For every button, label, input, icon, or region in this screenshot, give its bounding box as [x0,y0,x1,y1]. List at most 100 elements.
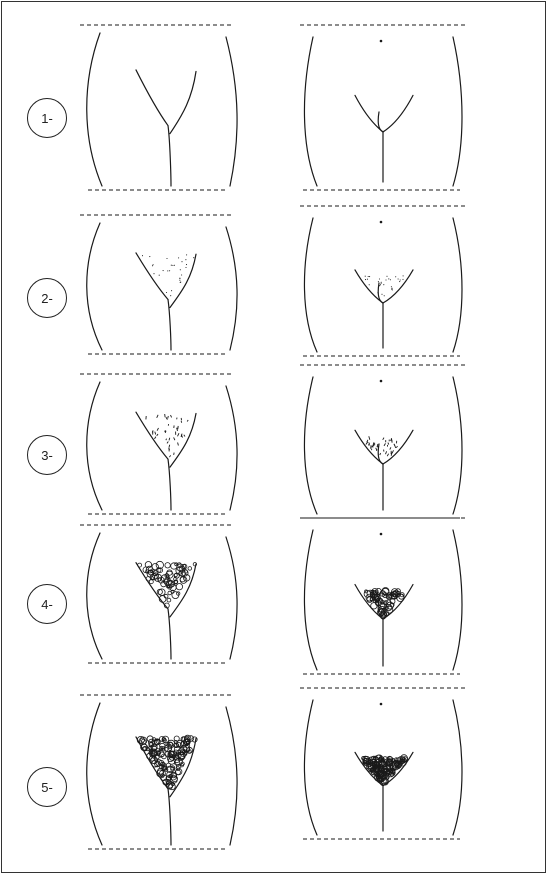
pubic-hair-stroke [388,443,389,445]
groin-line-left [136,412,168,459]
pubic-hair-stroke [384,443,386,446]
navel [380,533,383,536]
left-hip-outline [304,700,317,835]
pubic-hair-dot [381,294,382,295]
pubic-hair-stroke [392,450,394,453]
groin-line-right [383,430,413,464]
front-view-figure [80,374,237,514]
right-hip-outline [226,537,237,659]
stage-3-figures [80,365,465,518]
pubic-hair-dot [367,279,368,280]
pubic-hair-stroke [155,437,156,439]
pubic-hair-stroke [184,435,185,437]
navel [380,40,383,43]
pubic-hair-stroke [157,428,158,431]
pubic-hair-stroke [187,420,188,422]
pubic-hair-stroke [157,415,158,418]
pubic-hair-stroke [178,443,179,446]
left-hip-outline [304,37,317,186]
pubic-hair-stroke [392,440,393,443]
pubic-hair-stroke [386,451,387,454]
pubic-hair-dot [159,275,160,276]
pubic-hair-stroke [394,444,395,446]
pubic-hair-stroke [174,437,175,440]
pubic-hair-stroke [168,416,169,419]
left-hip-outline [87,382,102,510]
pubic-hair-curl [176,584,182,590]
pubic-hair-dot [391,289,392,290]
front-view-figure [80,215,237,354]
pubic-hair-dot [179,280,180,281]
frontal-view-figure [300,518,465,674]
pubic-hair-dot [180,269,181,270]
pubic-hair-dot [379,278,380,279]
pubic-hair-stroke [169,455,170,457]
right-hip-outline [453,37,462,186]
pubic-hair-dot [365,276,366,277]
stage-5-label: 5- [27,767,67,807]
right-hip-outline [453,377,462,514]
pubic-hair-dot [384,295,385,296]
pubic-hair-stroke [178,433,180,436]
pubic-hair-dot [380,284,381,285]
pubic-hair-dot [185,267,186,268]
pubic-hair-dot [170,295,171,296]
groin-line-right [383,95,413,132]
pubic-hair-dot [388,278,389,279]
pubic-hair-stroke [383,438,384,440]
stage-1-figures [80,25,465,190]
frontal-view-figure [300,206,465,356]
right-hip-outline [453,530,462,670]
right-hip-outline [226,707,237,845]
pubic-hair-dot [395,276,396,277]
pubic-hair-stroke [178,427,179,429]
groin-line-left [136,70,168,126]
pubic-hair-stroke [390,447,391,449]
pubic-hair-dot [379,285,380,286]
pubic-hair-dot [368,276,369,277]
navel [380,703,383,706]
pubic-hair-stroke [165,430,166,432]
left-hip-outline [87,223,102,350]
pubic-hair-dot [365,279,366,280]
pubic-hair-dot [390,279,391,280]
groin-line-right [383,270,413,303]
navel [380,380,383,383]
pubic-hair-dot [383,284,384,285]
pubic-hair-curl [371,603,377,609]
pubic-hair-dot [381,283,382,284]
inner-thigh-line [168,789,171,845]
pubic-hair-dot [402,279,403,280]
left-hip-outline [304,530,317,670]
pubic-hair-dot [166,258,167,259]
pubic-hair-curl [167,598,171,602]
pubic-hair-dot [152,265,153,266]
groin-line-left [136,253,168,300]
pubic-hair-dot [186,254,187,255]
pubic-hair-dot [403,275,404,276]
pubic-hair-dot [399,281,400,282]
stage-5-figures [80,688,465,849]
pubic-hair-dot [398,278,399,279]
pubic-hair-dot [369,284,370,285]
pubic-hair-dot [171,265,172,266]
right-hip-outline [226,386,237,510]
pubic-hair-dot [142,255,143,256]
pubic-hair-dot [391,286,392,287]
front-view-figure [80,525,237,663]
stage-2-figures [80,206,465,356]
pubic-hair-stroke [371,445,372,449]
groin-line-left [136,563,168,609]
pubic-hair-dot [385,279,386,280]
navel [380,221,383,224]
pubic-hair-dot [179,278,180,279]
pubic-hair-stroke [166,417,168,420]
pubic-hair-dot [180,282,181,283]
front-view-figure [80,25,237,190]
pubic-hair-stroke [369,436,370,440]
pubic-hair-stroke [166,439,167,441]
pubic-hair-stroke [181,421,182,423]
pubic-hair-stroke [181,435,182,438]
